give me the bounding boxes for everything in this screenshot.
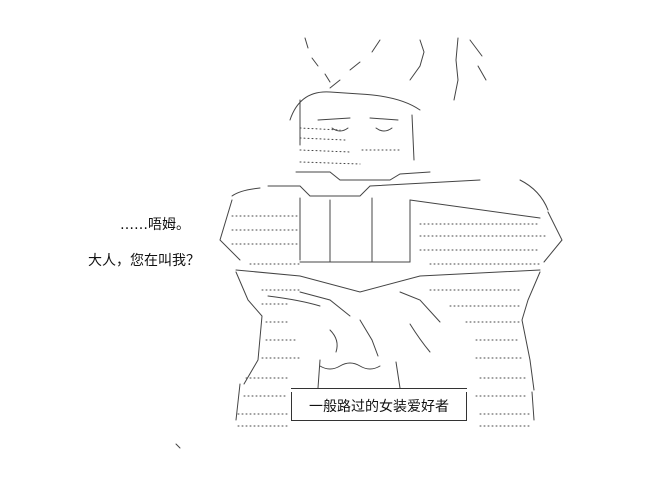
- dialogue-line-2: 大人，您在叫我？: [88, 253, 200, 269]
- dialogue-line-1: ……唔姆。: [120, 217, 190, 233]
- name-sign-text: 一般路过的女装爱好者: [309, 399, 449, 415]
- name-sign: 一般路过的女装爱好者: [291, 392, 467, 421]
- sign-top-border: [291, 388, 467, 389]
